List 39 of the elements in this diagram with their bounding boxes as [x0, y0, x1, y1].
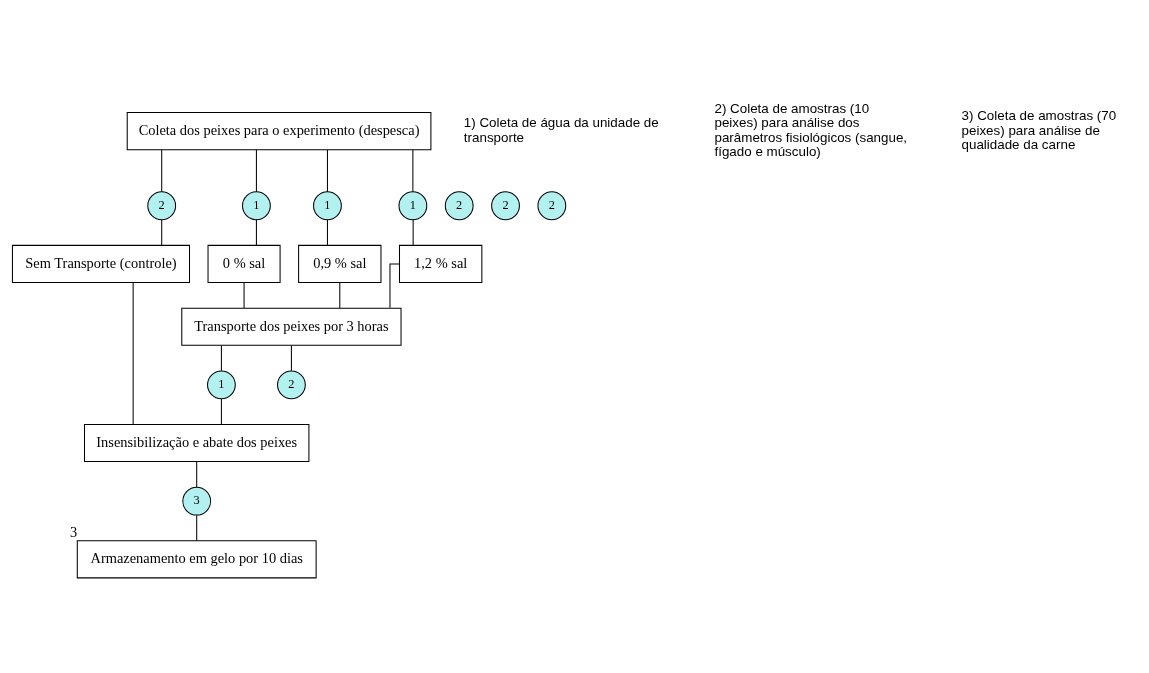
node-box: 1,2 % sal	[399, 244, 483, 283]
connector	[339, 281, 341, 308]
node-circle: 3	[182, 486, 212, 516]
label: 2) Coleta de amostras (10 peixes) para análise dos parâmetros fisiológicos (sangue, fígado e músculo)	[714, 100, 908, 159]
connector	[255, 218, 257, 246]
connector	[132, 281, 134, 425]
node-circle: 1	[242, 190, 271, 220]
connector	[389, 262, 400, 308]
connector	[196, 460, 198, 488]
node-box: 0 % sal	[207, 244, 281, 283]
node-box: Sem Transporte (controle)	[11, 244, 190, 283]
node-circle: 1	[313, 190, 342, 220]
label: 3) Coleta de amostras (70 peixes) para análise de qualidade da carne	[961, 107, 1117, 152]
label: 1) Coleta de água da unidade de transporte	[463, 114, 659, 145]
connector	[326, 148, 328, 192]
connector	[220, 344, 222, 371]
connector	[161, 218, 163, 246]
node-circle: 2	[277, 369, 306, 399]
node-circle: 1	[398, 190, 428, 220]
node-circle: 2	[537, 190, 567, 220]
connector	[161, 148, 163, 192]
connector	[196, 514, 198, 541]
connector	[326, 218, 328, 246]
node-box: Insensibilização e abate dos peixes	[84, 423, 310, 462]
node-box: Coleta dos peixes para o experimento (despesca)	[126, 111, 432, 150]
node-label: 3	[70, 523, 78, 540]
node-box: 0,9 % sal	[298, 244, 382, 283]
connector	[290, 344, 292, 371]
node-circle: 2	[491, 190, 520, 220]
node-circle: 2	[147, 190, 177, 220]
node-circle: 2	[444, 190, 474, 220]
connector	[220, 397, 222, 425]
node-circle: 1	[207, 369, 236, 399]
connector	[243, 281, 245, 308]
connector	[412, 148, 414, 192]
connector	[255, 148, 257, 192]
node-box: Armazenamento em gelo por 10 dias	[76, 539, 317, 578]
connector	[412, 218, 414, 246]
node-box: Transporte dos peixes por 3 horas	[181, 307, 402, 346]
